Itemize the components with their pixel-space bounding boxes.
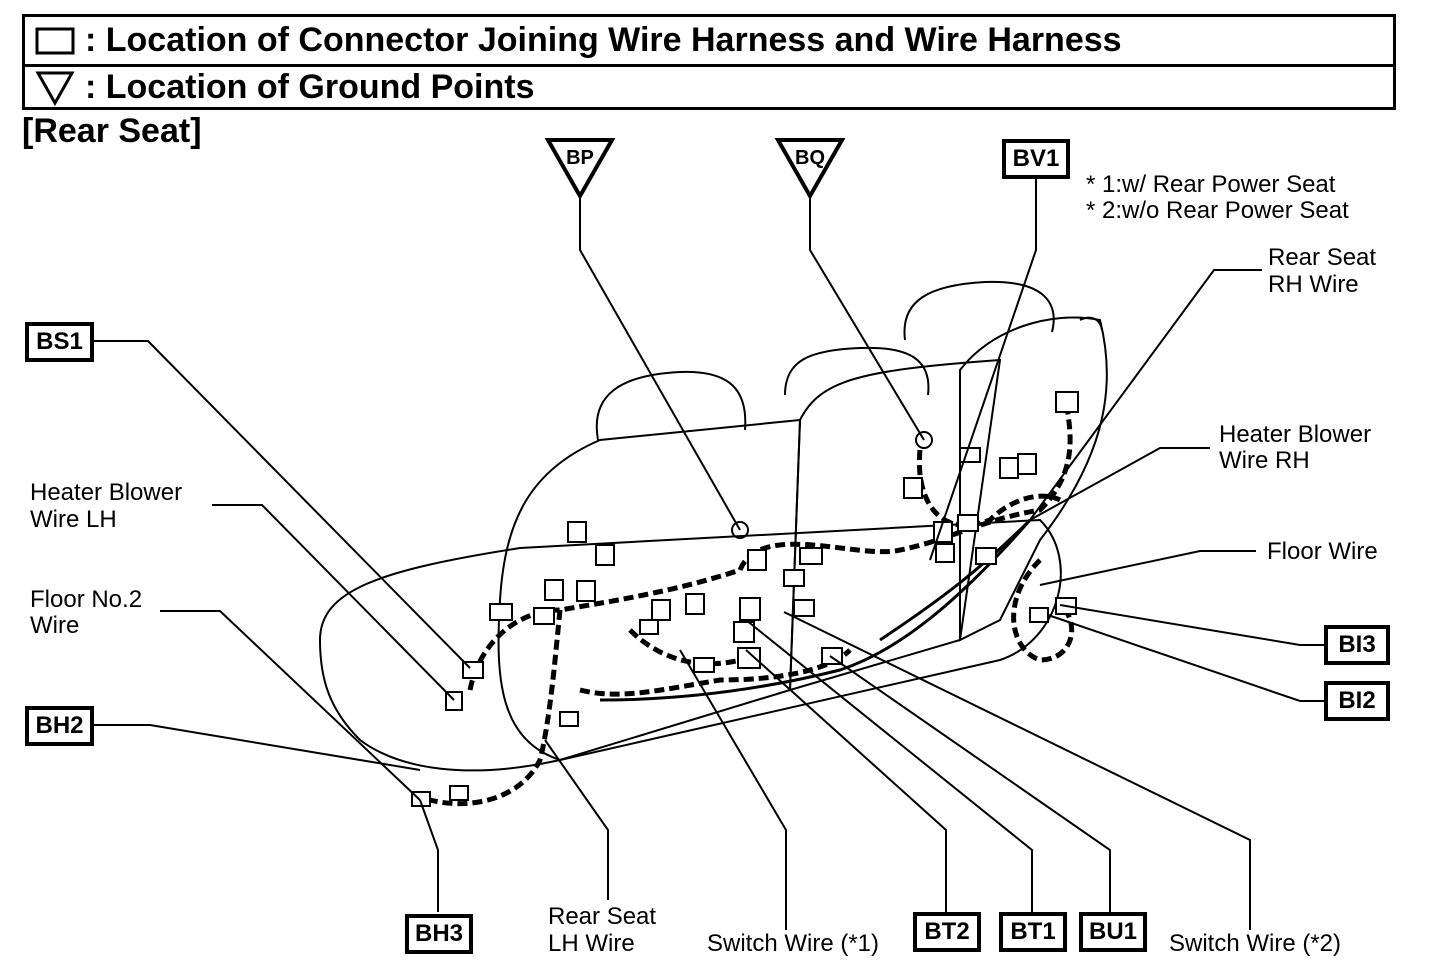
label-rear-seat-rh-2: RH Wire [1268, 271, 1359, 298]
label-floor-no2-2: Wire [30, 612, 80, 639]
wire-solid [599, 518, 1032, 702]
connector-bh2: BH2 [25, 706, 94, 746]
connector-bi2: BI2 [1324, 681, 1390, 721]
ground-point-bq: BQ [774, 138, 846, 201]
label-heater-blower-lh-1: Heater Blower [30, 479, 183, 506]
connector-bv1: BV1 [1002, 139, 1070, 179]
connector-bt2: BT2 [913, 912, 981, 952]
note-1: * 1:w/ Rear Power Seat [1086, 171, 1336, 198]
connector-blocks [411, 391, 1079, 807]
label-heater-blower-rh-2: Wire RH [1219, 447, 1310, 474]
label-heater-blower-lh-2: Wire LH [30, 506, 117, 533]
label-floor-wire: Floor Wire [1267, 538, 1378, 565]
connector-bi3: BI3 [1324, 625, 1390, 665]
label-rear-seat-lh-1: Rear Seat [548, 903, 657, 930]
legend-connector-text: : Location of Connector Joining Wire Har… [85, 21, 1122, 59]
label-switch-wire-1: Switch Wire (*1) [707, 930, 880, 957]
legend: : Location of Connector Joining Wire Har… [22, 14, 1396, 110]
legend-ground-text: : Location of Ground Points [85, 68, 535, 106]
leader-lines [94, 178, 1324, 930]
seat-outline [318, 280, 1108, 772]
label-heater-blower-rh-1: Heater Blower [1219, 421, 1372, 448]
label-rear-seat-rh-1: Rear Seat [1268, 244, 1377, 271]
label-floor-no2-1: Floor No.2 [30, 586, 143, 613]
legend-connector-row: : Location of Connector Joining Wire Har… [25, 17, 1393, 67]
connector-bh3: BH3 [405, 914, 473, 954]
label-switch-wire-2: Switch Wire (*2) [1169, 930, 1342, 957]
ground-label-bp: BP [566, 147, 594, 169]
triangle-down-icon [35, 70, 75, 106]
connector-bs1: BS1 [25, 322, 94, 362]
ground-point-bp: BP [544, 138, 616, 201]
section-title: [Rear Seat] [22, 112, 202, 150]
connector-bt1: BT1 [999, 912, 1067, 952]
label-rear-seat-lh-2: LH Wire [548, 930, 635, 957]
ground-label-bq: BQ [795, 147, 825, 169]
ground-bolts [731, 431, 933, 539]
legend-ground-row: : Location of Ground Points [25, 64, 1393, 111]
rectangle-icon [35, 23, 75, 59]
connector-bu1: BU1 [1079, 912, 1147, 952]
note-2: * 2:w/o Rear Power Seat [1086, 197, 1349, 224]
